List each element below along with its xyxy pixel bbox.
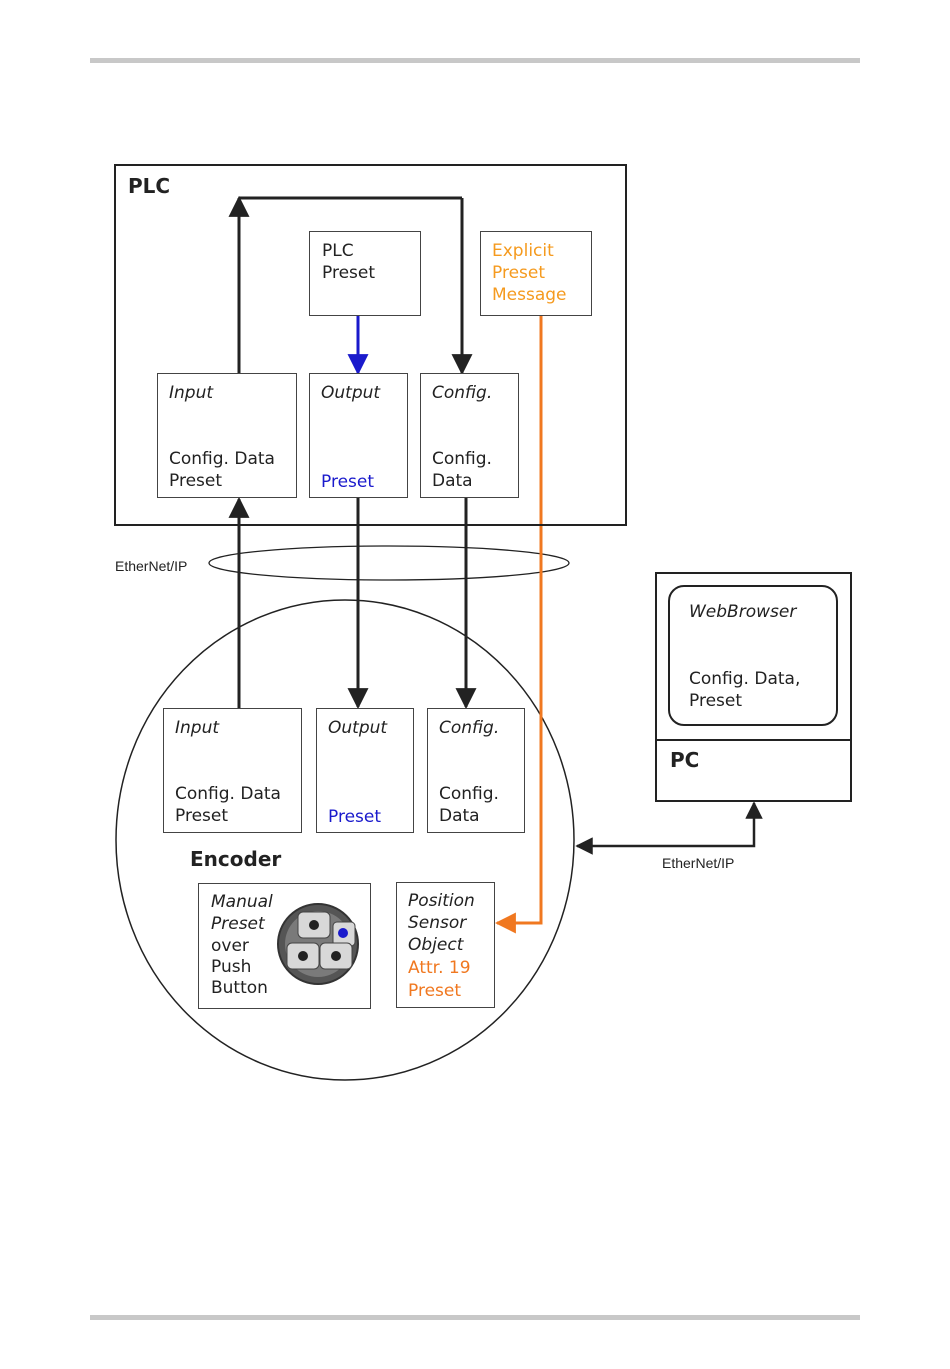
webbrowser-heading: WebBrowser xyxy=(689,601,796,623)
manual-line-2: Preset xyxy=(211,913,265,935)
encoder-title: Encoder xyxy=(190,848,281,870)
manual-line-3: over xyxy=(211,935,249,957)
plc-preset-box: PLC Preset xyxy=(309,231,421,316)
webbrowser-box: WebBrowser Config. Data, Preset xyxy=(668,585,838,726)
manual-line-1: Manual xyxy=(211,891,273,913)
manual-preset-box: Manual Preset over Push Button xyxy=(198,883,371,1009)
webbrowser-line-1: Config. Data, xyxy=(689,668,800,690)
pso-line-1: Position xyxy=(408,890,475,912)
position-sensor-object-box: Position Sensor Object Attr. 19 Preset xyxy=(396,882,495,1008)
plc-preset-line-1: PLC xyxy=(322,240,354,262)
plc-config-box: Config. Config. Data xyxy=(420,373,519,498)
plc-input-box: Input Config. Data Preset xyxy=(157,373,297,498)
plc-output-box: Output Preset xyxy=(309,373,408,498)
encoder-input-heading: Input xyxy=(175,717,219,739)
plc-config-line-2: Data xyxy=(432,470,473,492)
pc-title: PC xyxy=(670,749,699,771)
plc-input-line-1: Config. Data xyxy=(169,448,275,470)
plc-config-line-1: Config. xyxy=(432,448,492,470)
manual-line-4: Push xyxy=(211,956,251,978)
encoder-config-line-1: Config. xyxy=(439,783,499,805)
explicit-message-box: Explicit Preset Message xyxy=(480,231,592,316)
plc-preset-line-2: Preset xyxy=(322,262,375,284)
pso-line-2: Sensor xyxy=(408,912,466,934)
encoder-input-line-2: Preset xyxy=(175,805,228,827)
encoder-config-box: Config. Config. Data xyxy=(427,708,525,833)
encoder-output-heading: Output xyxy=(328,717,387,739)
network-ellipse xyxy=(209,546,569,580)
pc-divider xyxy=(655,739,852,741)
encoder-output-box: Output Preset xyxy=(316,708,414,833)
explicit-line-1: Explicit xyxy=(492,240,554,262)
encoder-output-line-1: Preset xyxy=(328,806,381,828)
plc-config-heading: Config. xyxy=(432,382,492,404)
plc-title: PLC xyxy=(128,175,170,197)
plc-output-line-1: Preset xyxy=(321,471,374,493)
manual-line-5: Button xyxy=(211,977,268,999)
pso-line-3: Object xyxy=(408,934,463,956)
webbrowser-line-2: Preset xyxy=(689,690,742,712)
network-label-right: EtherNet/IP xyxy=(662,852,734,874)
encoder-input-line-1: Config. Data xyxy=(175,783,281,805)
pso-line-5: Preset xyxy=(408,980,461,1002)
encoder-config-heading: Config. xyxy=(439,717,499,739)
encoder-input-box: Input Config. Data Preset xyxy=(163,708,302,833)
encoder-config-line-2: Data xyxy=(439,805,480,827)
plc-input-heading: Input xyxy=(169,382,213,404)
pso-line-4: Attr. 19 xyxy=(408,957,471,979)
plc-input-line-2: Preset xyxy=(169,470,222,492)
explicit-line-3: Message xyxy=(492,284,567,306)
network-label-left: EtherNet/IP xyxy=(115,555,187,577)
explicit-line-2: Preset xyxy=(492,262,545,284)
plc-output-heading: Output xyxy=(321,382,380,404)
